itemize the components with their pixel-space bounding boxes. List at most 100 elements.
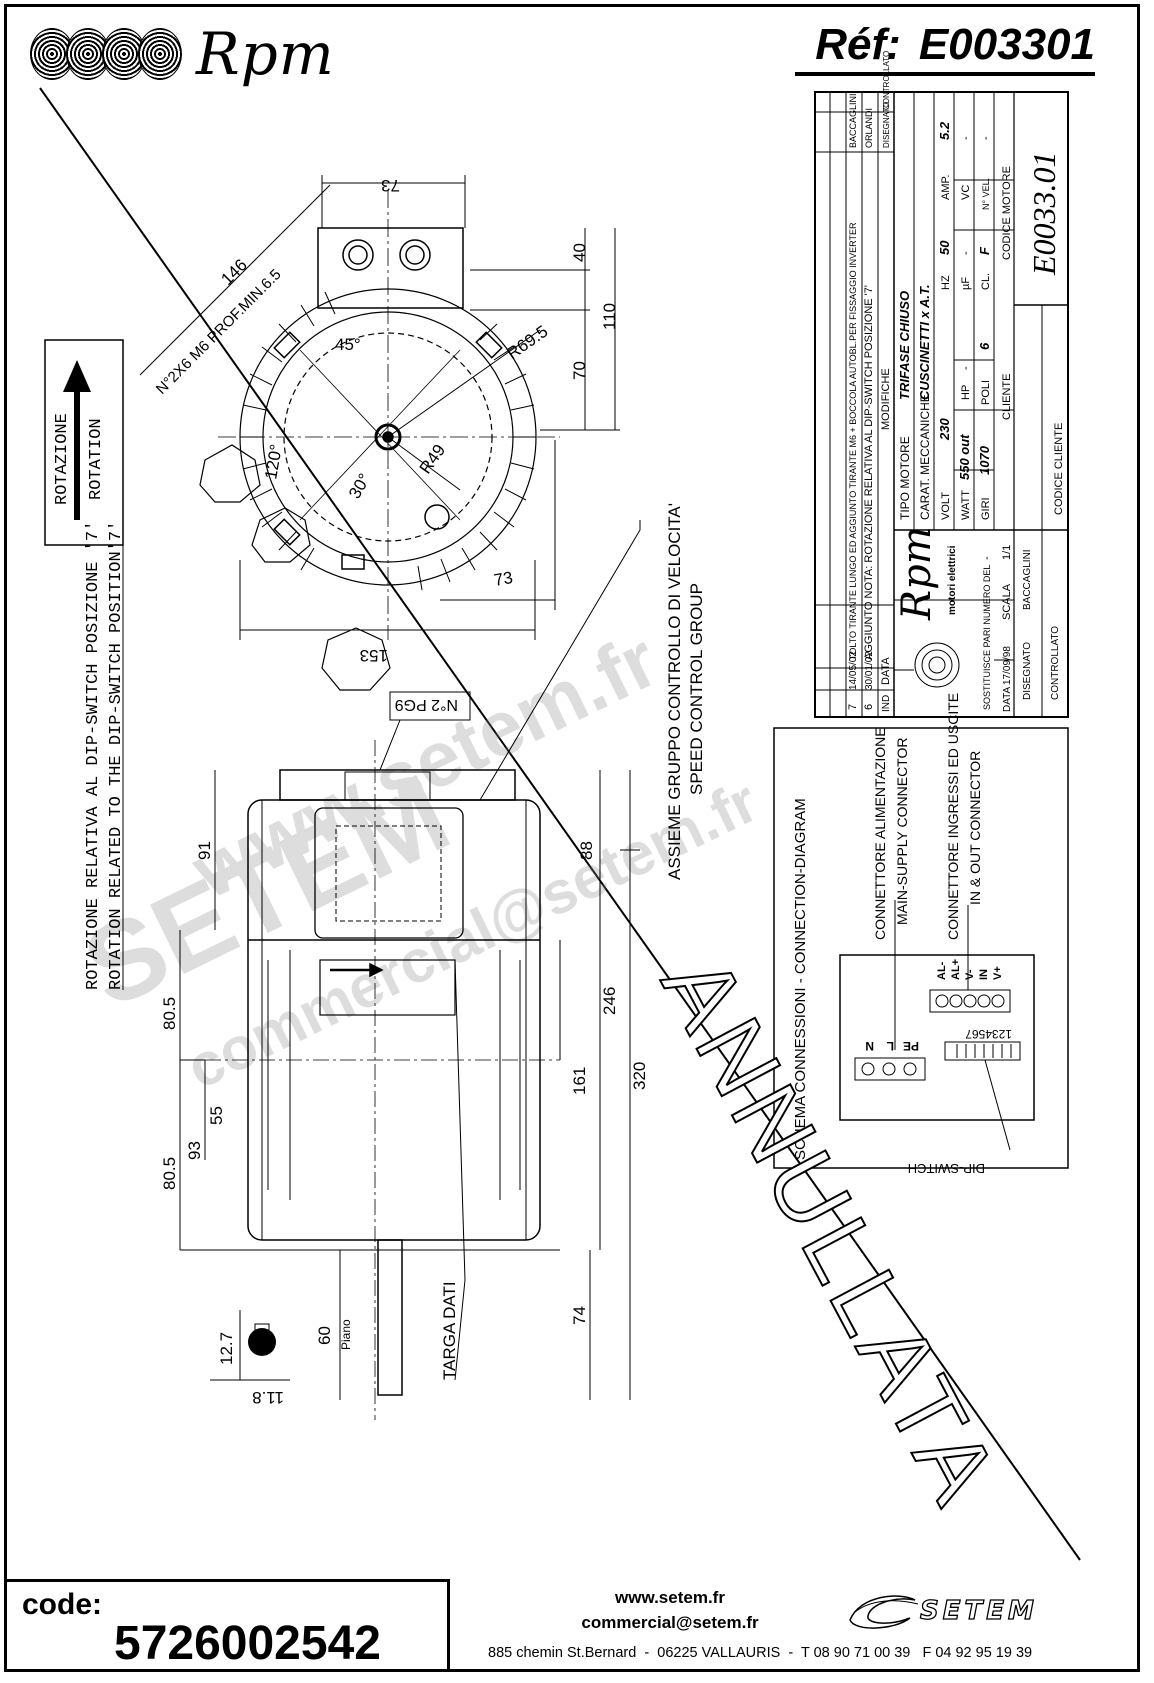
dim-80-5-top: 80.5 xyxy=(160,997,179,1030)
code-value: 5726002542 xyxy=(114,1617,381,1670)
dim-60: 60 xyxy=(315,1326,334,1345)
drawing-frame xyxy=(4,4,1140,1672)
dim-r49: R49 xyxy=(416,441,449,477)
term-pe: PE xyxy=(903,1039,919,1053)
disegnato: BACCAGLINI xyxy=(1022,549,1033,610)
vc: - xyxy=(960,136,972,140)
dim-holes: N°2X6 M6 PROF.MIN.6.5 xyxy=(153,266,285,398)
main-connector-en: MAIN-SUPPLY CONNECTOR xyxy=(894,738,910,925)
dim-12-7: 12.7 xyxy=(217,1332,236,1365)
volt: 230 xyxy=(937,418,952,441)
amp: 5.2 xyxy=(937,121,952,140)
volt-label: VOLT xyxy=(940,492,952,520)
rotation-indicator: ROTAZIONE ROTATION ROTAZIONE RELATIVA AL… xyxy=(44,339,126,990)
sostituisce-label: SOSTITUISCE PARI NUMERO DEL xyxy=(982,565,992,710)
poli: 6 xyxy=(977,342,992,350)
dim-246: 246 xyxy=(600,987,619,1015)
codice-motore-label: CODICE MOTORE xyxy=(1001,166,1013,260)
data-value: 17/09/98 xyxy=(1002,646,1013,685)
dim-73-bottom: 73 xyxy=(492,568,514,590)
dim-r69: R69.5 xyxy=(503,322,551,364)
pg9-label: N°2 PG9 xyxy=(395,696,458,713)
contact-block: www.setem.fr commercial@setem.fr xyxy=(560,1585,780,1635)
side-dimensions xyxy=(179,770,640,1400)
hp-label: HP xyxy=(960,385,972,400)
col-dis: DISEGNATO xyxy=(882,102,891,148)
giri: 1070 xyxy=(977,445,992,475)
carat-label: CARAT. MECCANICHE xyxy=(918,394,932,520)
dim-88: 88 xyxy=(577,841,596,860)
front-view xyxy=(199,190,560,691)
rev6-date: 30/01/02 xyxy=(864,651,875,690)
setem-swoosh-icon xyxy=(849,1595,919,1629)
website-link[interactable]: www.setem.fr xyxy=(615,1588,725,1607)
title-block xyxy=(814,91,1069,718)
dim-80-5-bottom: 80.5 xyxy=(160,1157,179,1190)
term-v-minus: V- xyxy=(964,969,976,980)
annullata-stamp: ANNULLATA xyxy=(641,940,1020,1525)
dim-91: 91 xyxy=(195,841,214,860)
codice-cliente-label: CODICE CLIENTE xyxy=(1053,423,1065,515)
connection-title: SCHEMA CONNESSIONI - CONNECTION-DIAGRAM xyxy=(792,798,809,1160)
shaft-key-detail: 12.7 11.8 xyxy=(210,1310,290,1407)
rotation-it: ROTAZIONE xyxy=(53,413,72,505)
angle-45: 45° xyxy=(335,335,361,354)
dim-73-top: 73 xyxy=(381,176,400,195)
data-label: DATA xyxy=(1002,686,1013,712)
dim-74: 74 xyxy=(570,1306,589,1325)
cl: F xyxy=(977,246,992,255)
dim-11-8: 11.8 xyxy=(252,1388,284,1407)
assembly-en: SPEED CONTROL GROUP xyxy=(687,583,706,795)
front-dimension-labels: 73 146 N°2X6 M6 PROF.MIN.6.5 40 110 70 R… xyxy=(153,176,619,665)
front-dimensions xyxy=(139,175,620,640)
dim-93: 93 xyxy=(185,1141,204,1160)
poli-label: POLI xyxy=(980,380,992,405)
tipo-motore: TRIFASE CHIUSO xyxy=(897,291,912,400)
watt-label: WATT xyxy=(960,490,972,520)
uf: - xyxy=(960,251,972,255)
arrow-right-icon xyxy=(369,962,384,978)
io-connector-en: IN & OUT CONNECTOR xyxy=(967,751,983,905)
hz-label: HZ xyxy=(940,275,952,290)
supply-terminal-block xyxy=(854,1057,926,1081)
scala-label: SCALA xyxy=(1001,583,1013,620)
hp: - xyxy=(960,366,972,370)
io-terminal-block xyxy=(929,989,1011,1013)
nameplate xyxy=(319,959,456,1016)
rotation-en: ROTATION xyxy=(87,418,106,500)
col-mod: MODIFICHE xyxy=(880,368,892,430)
dim-320: 320 xyxy=(630,1062,649,1090)
dim-55: 55 xyxy=(207,1106,226,1125)
connection-diagram: SCHEMA CONNESSIONI - CONNECTION-DIAGRAM … xyxy=(773,693,1069,1176)
carat: CUSCINETTI x A.T. xyxy=(917,284,932,400)
dim-110: 110 xyxy=(600,303,619,330)
term-l: L xyxy=(887,1039,894,1053)
nvel: - xyxy=(980,136,992,140)
io-connector-it: CONNETTORE INGRESSI ED USCITE xyxy=(945,693,961,940)
dip-numbers: 1234567 xyxy=(965,1027,1012,1041)
dim-153: 153 xyxy=(360,646,388,665)
arrow-up-icon xyxy=(63,360,91,392)
cl-label: CL. xyxy=(980,273,992,290)
codice-motore: E0033.01 xyxy=(1026,151,1062,276)
amp-label: AMP. xyxy=(940,175,952,200)
angle-30: 30° xyxy=(345,470,374,502)
rev7-ind: 7 xyxy=(847,704,859,710)
watt: 550 out xyxy=(957,434,972,480)
term-n: N xyxy=(865,1039,874,1053)
pg9-callout: N°2 PG9 xyxy=(379,691,471,771)
rotation-note-en: ROTATION RELATED TO THE DIP-SWITCH POSIT… xyxy=(107,521,126,990)
hz: 50 xyxy=(937,240,952,255)
col-ind: IND xyxy=(881,695,892,712)
vc-label: VC xyxy=(960,185,972,200)
email-link[interactable]: commercial@setem.fr xyxy=(581,1613,759,1632)
nameplate-label: TARGA DATI xyxy=(440,1281,459,1380)
uf-label: µF xyxy=(960,277,972,290)
rev7-by: BACCAGLINI xyxy=(848,93,858,148)
cancel-line xyxy=(39,87,1081,1561)
rev6-by: ORLANDI xyxy=(864,108,874,148)
dim-40: 40 xyxy=(570,243,589,262)
title-block-text: 7 14/05/02 TOLTO TIRANTE LUNGO ED AGGIUN… xyxy=(847,51,1065,712)
assembly-it: ASSIEME GRUPPO CONTROLLO DI VELOCITA' xyxy=(665,503,684,880)
